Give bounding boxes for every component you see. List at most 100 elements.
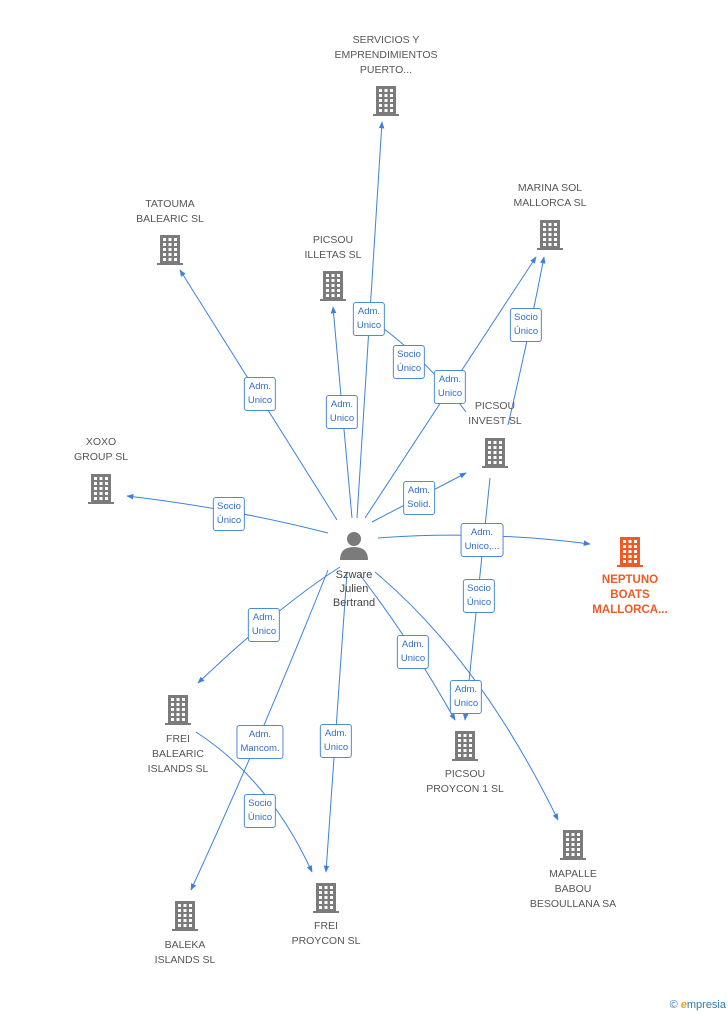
company-icon-tatouma[interactable] bbox=[157, 235, 183, 265]
company-label-neptuno-line-2: BOATS bbox=[610, 589, 650, 601]
person-label-line-1: Szware bbox=[335, 569, 373, 581]
company-label-xoxo-line-2: GROUP SL bbox=[73, 451, 129, 463]
copyright-symbol: © bbox=[669, 999, 678, 1011]
brand-name: mpresia bbox=[686, 999, 726, 1011]
relation-badge-e-invest[interactable]: Adm.Solid. bbox=[403, 481, 435, 515]
company-label-servicios-line-2: EMPRENDIMIENTOS bbox=[334, 49, 438, 61]
person-icon[interactable] bbox=[340, 532, 368, 560]
relation-badge-e-picsou-proycon[interactable]: Adm. Unico bbox=[396, 635, 430, 669]
company-label-picsou-invest-line-2: INVEST SL bbox=[468, 415, 522, 427]
relation-badge-line-1: Adm. bbox=[407, 485, 431, 496]
relation-badge-line-1: Adm. bbox=[357, 306, 381, 317]
relation-badge-line-1: Adm. bbox=[330, 399, 354, 410]
company-label-servicios-line-1: SERVICIOS Y bbox=[352, 34, 420, 46]
company-label-mapalle-line-1: MAPALLE bbox=[549, 868, 597, 880]
relation-badge-e-mapalle[interactable]: Adm. Unico bbox=[449, 680, 483, 714]
company-label-tatouma-line-2: BALEARIC SL bbox=[136, 213, 204, 225]
company-label-frei-proycon-line-2: PROYCON SL bbox=[291, 935, 361, 947]
company-icon-frei-balearic[interactable] bbox=[165, 695, 191, 725]
relation-badge-line-2: Unico bbox=[323, 742, 349, 753]
company-label-frei-balearic[interactable]: FREI BALEARIC ISLANDS SL bbox=[148, 732, 209, 777]
person-label-line-3: Bertrand bbox=[332, 597, 376, 609]
relation-badge-e-frei-balearic[interactable]: Adm.Unico bbox=[247, 608, 281, 642]
company-icon-picsou-proycon[interactable] bbox=[452, 731, 478, 761]
company-label-mapalle-line-3: BESOULLANA SA bbox=[529, 898, 617, 910]
company-label-servicios-line-3: PUERTO... bbox=[359, 64, 413, 76]
relation-badge-e-frei-proycon[interactable]: Adm. Unico bbox=[319, 724, 353, 758]
company-label-xoxo[interactable]: XOXO GROUP SL bbox=[74, 435, 128, 465]
company-label-neptuno-line-3: MALLORCA... bbox=[592, 604, 668, 616]
company-label-baleka-line-2: ISLANDS SL bbox=[154, 954, 216, 966]
relation-badge-line-1: Adm. bbox=[324, 728, 348, 739]
company-icon-frei-proycon[interactable] bbox=[313, 883, 339, 913]
company-label-picsou-proycon[interactable]: PICSOU PROYCON 1 SL bbox=[426, 767, 504, 797]
edge-balearic-frei-proycon bbox=[195, 731, 313, 873]
relation-badge-line-2: Unico bbox=[251, 626, 277, 637]
company-label-picsou-illetas-line-2: ILLETAS SL bbox=[304, 249, 362, 261]
relation-badge-line-2: Unico bbox=[247, 395, 273, 406]
company-label-frei-balearic-line-3: ISLANDS SL bbox=[147, 763, 209, 775]
company-label-frei-balearic-line-2: BALEARIC bbox=[152, 748, 204, 760]
company-icon-marina-sol[interactable] bbox=[537, 220, 563, 250]
relation-badge-line-1: Adm. bbox=[438, 374, 462, 385]
relation-badge-line-2: Unico bbox=[356, 320, 382, 331]
relation-badge-line-2: Único bbox=[466, 597, 492, 608]
company-label-picsou-illetas-line-1: PICSOU bbox=[312, 234, 354, 246]
relation-badge-line-2: Mancom. bbox=[240, 743, 280, 754]
company-label-xoxo-line-1: XOXO bbox=[85, 436, 117, 448]
company-label-frei-proycon-line-1: FREI bbox=[314, 920, 338, 932]
company-icon-servicios[interactable] bbox=[373, 86, 399, 116]
relation-badge-line-1: Socio bbox=[248, 798, 272, 809]
relation-badge-line-2: Unico,... bbox=[464, 541, 500, 552]
company-icon-xoxo[interactable] bbox=[88, 474, 114, 504]
relation-badge-line-1: Adm. bbox=[454, 684, 478, 695]
company-icon-baleka[interactable] bbox=[172, 901, 198, 931]
company-icon-picsou-illetas[interactable] bbox=[320, 271, 346, 301]
company-icon-mapalle[interactable] bbox=[560, 830, 586, 860]
relation-badge-line-1: Socio bbox=[467, 583, 491, 594]
relation-badge-e-baleka[interactable]: Adm.Mancom. bbox=[236, 725, 284, 759]
brand-initial: e bbox=[680, 999, 687, 1011]
relation-badge-e-illetas[interactable]: Adm. Unico bbox=[325, 395, 359, 429]
company-label-picsou-proycon-line-1: PICSOU bbox=[444, 768, 486, 780]
relation-badge-line-1: Adm. bbox=[248, 381, 272, 392]
company-label-picsou-proycon-line-2: PROYCON 1 SL bbox=[426, 783, 504, 795]
company-label-servicios[interactable]: SERVICIOS Y EMPRENDIMIENTOS PUERTO... bbox=[334, 33, 437, 78]
relation-badge-line-2: Unico bbox=[453, 698, 479, 709]
company-label-mapalle-line-2: BABOU bbox=[554, 883, 592, 895]
relation-badge-e-servicios[interactable]: Adm. Unico bbox=[352, 302, 386, 336]
relation-badge-e-marina[interactable]: Adm.Unico bbox=[433, 370, 467, 404]
company-label-marina-sol-line-2: MALLORCA SL bbox=[513, 197, 587, 209]
relation-badge-line-1: Socio bbox=[217, 501, 241, 512]
relation-badge-line-1: Adm. bbox=[401, 639, 425, 650]
company-icon-picsou-invest[interactable] bbox=[482, 438, 508, 468]
company-icon-neptuno[interactable] bbox=[617, 537, 643, 567]
relation-badge-line-1: Socio bbox=[397, 349, 421, 360]
edge-person-frei-proycon bbox=[323, 571, 348, 873]
company-label-mapalle[interactable]: MAPALLE BABOU BESOULLANA SA bbox=[530, 867, 616, 912]
relation-badge-e-neptuno[interactable]: Adm. Unico,... bbox=[460, 523, 504, 557]
relation-badge-line-2: Único bbox=[513, 326, 539, 337]
company-label-frei-balearic-line-1: FREI bbox=[166, 733, 190, 745]
edge-person-mapalle bbox=[374, 571, 559, 821]
footer-brand[interactable]: © empresia bbox=[670, 999, 726, 1011]
company-label-frei-proycon[interactable]: FREI PROYCON SL bbox=[292, 919, 361, 949]
relation-badge-e-tatouma[interactable]: Adm. Unico bbox=[243, 377, 277, 411]
relation-badge-line-2: Unico bbox=[400, 653, 426, 664]
relation-badge-line-2: Unico bbox=[329, 413, 355, 424]
relation-badge-line-1: Adm. bbox=[470, 527, 494, 538]
company-label-picsou-illetas[interactable]: PICSOU ILLETAS SL bbox=[304, 233, 361, 263]
relation-badge-line-1: Socio bbox=[514, 312, 538, 323]
